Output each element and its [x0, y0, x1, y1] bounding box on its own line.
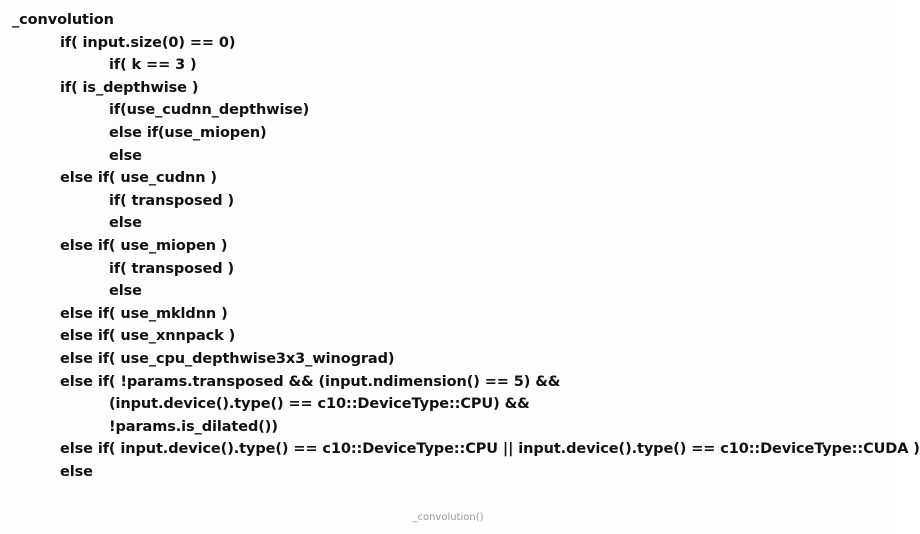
code-line: if( is_depthwise )	[60, 79, 199, 96]
code-line: if( k == 3 )	[109, 57, 197, 74]
code-outline: _convolution if( input.size(0) == 0) if( k…	[12, 9, 920, 483]
code-line: else	[109, 147, 142, 164]
code-line: else if( use_mkldnn )	[60, 305, 228, 322]
code-line: else if( use_miopen )	[60, 237, 228, 254]
code-line: if( input.size(0) == 0)	[60, 34, 236, 51]
code-line: else if( !params.transposed && (input.nd…	[60, 373, 561, 390]
code-line: if( transposed )	[109, 192, 235, 209]
code-line: if( transposed )	[109, 260, 235, 277]
figure-caption: _convolution()	[412, 512, 484, 523]
code-line: else if( input.device().type() == c10::D…	[60, 441, 920, 458]
code-line: else if(use_miopen)	[109, 124, 267, 141]
code-line: else if( use_xnnpack )	[60, 328, 236, 345]
code-line: else	[109, 283, 142, 300]
code-line: else if( use_cpu_depthwise3x3_winograd)	[60, 350, 395, 367]
code-line: _convolution	[12, 12, 114, 28]
code-line: else	[109, 215, 142, 232]
code-line: else if( use_cudnn )	[60, 170, 217, 187]
code-line: (input.device().type() == c10::DeviceTyp…	[109, 396, 530, 413]
code-line: !params.is_dilated())	[109, 418, 278, 435]
code-line: if(use_cudnn_depthwise)	[109, 102, 310, 119]
document-page: _convolution if( input.size(0) == 0) if( k…	[12, 12, 920, 523]
code-line: else	[60, 463, 93, 480]
